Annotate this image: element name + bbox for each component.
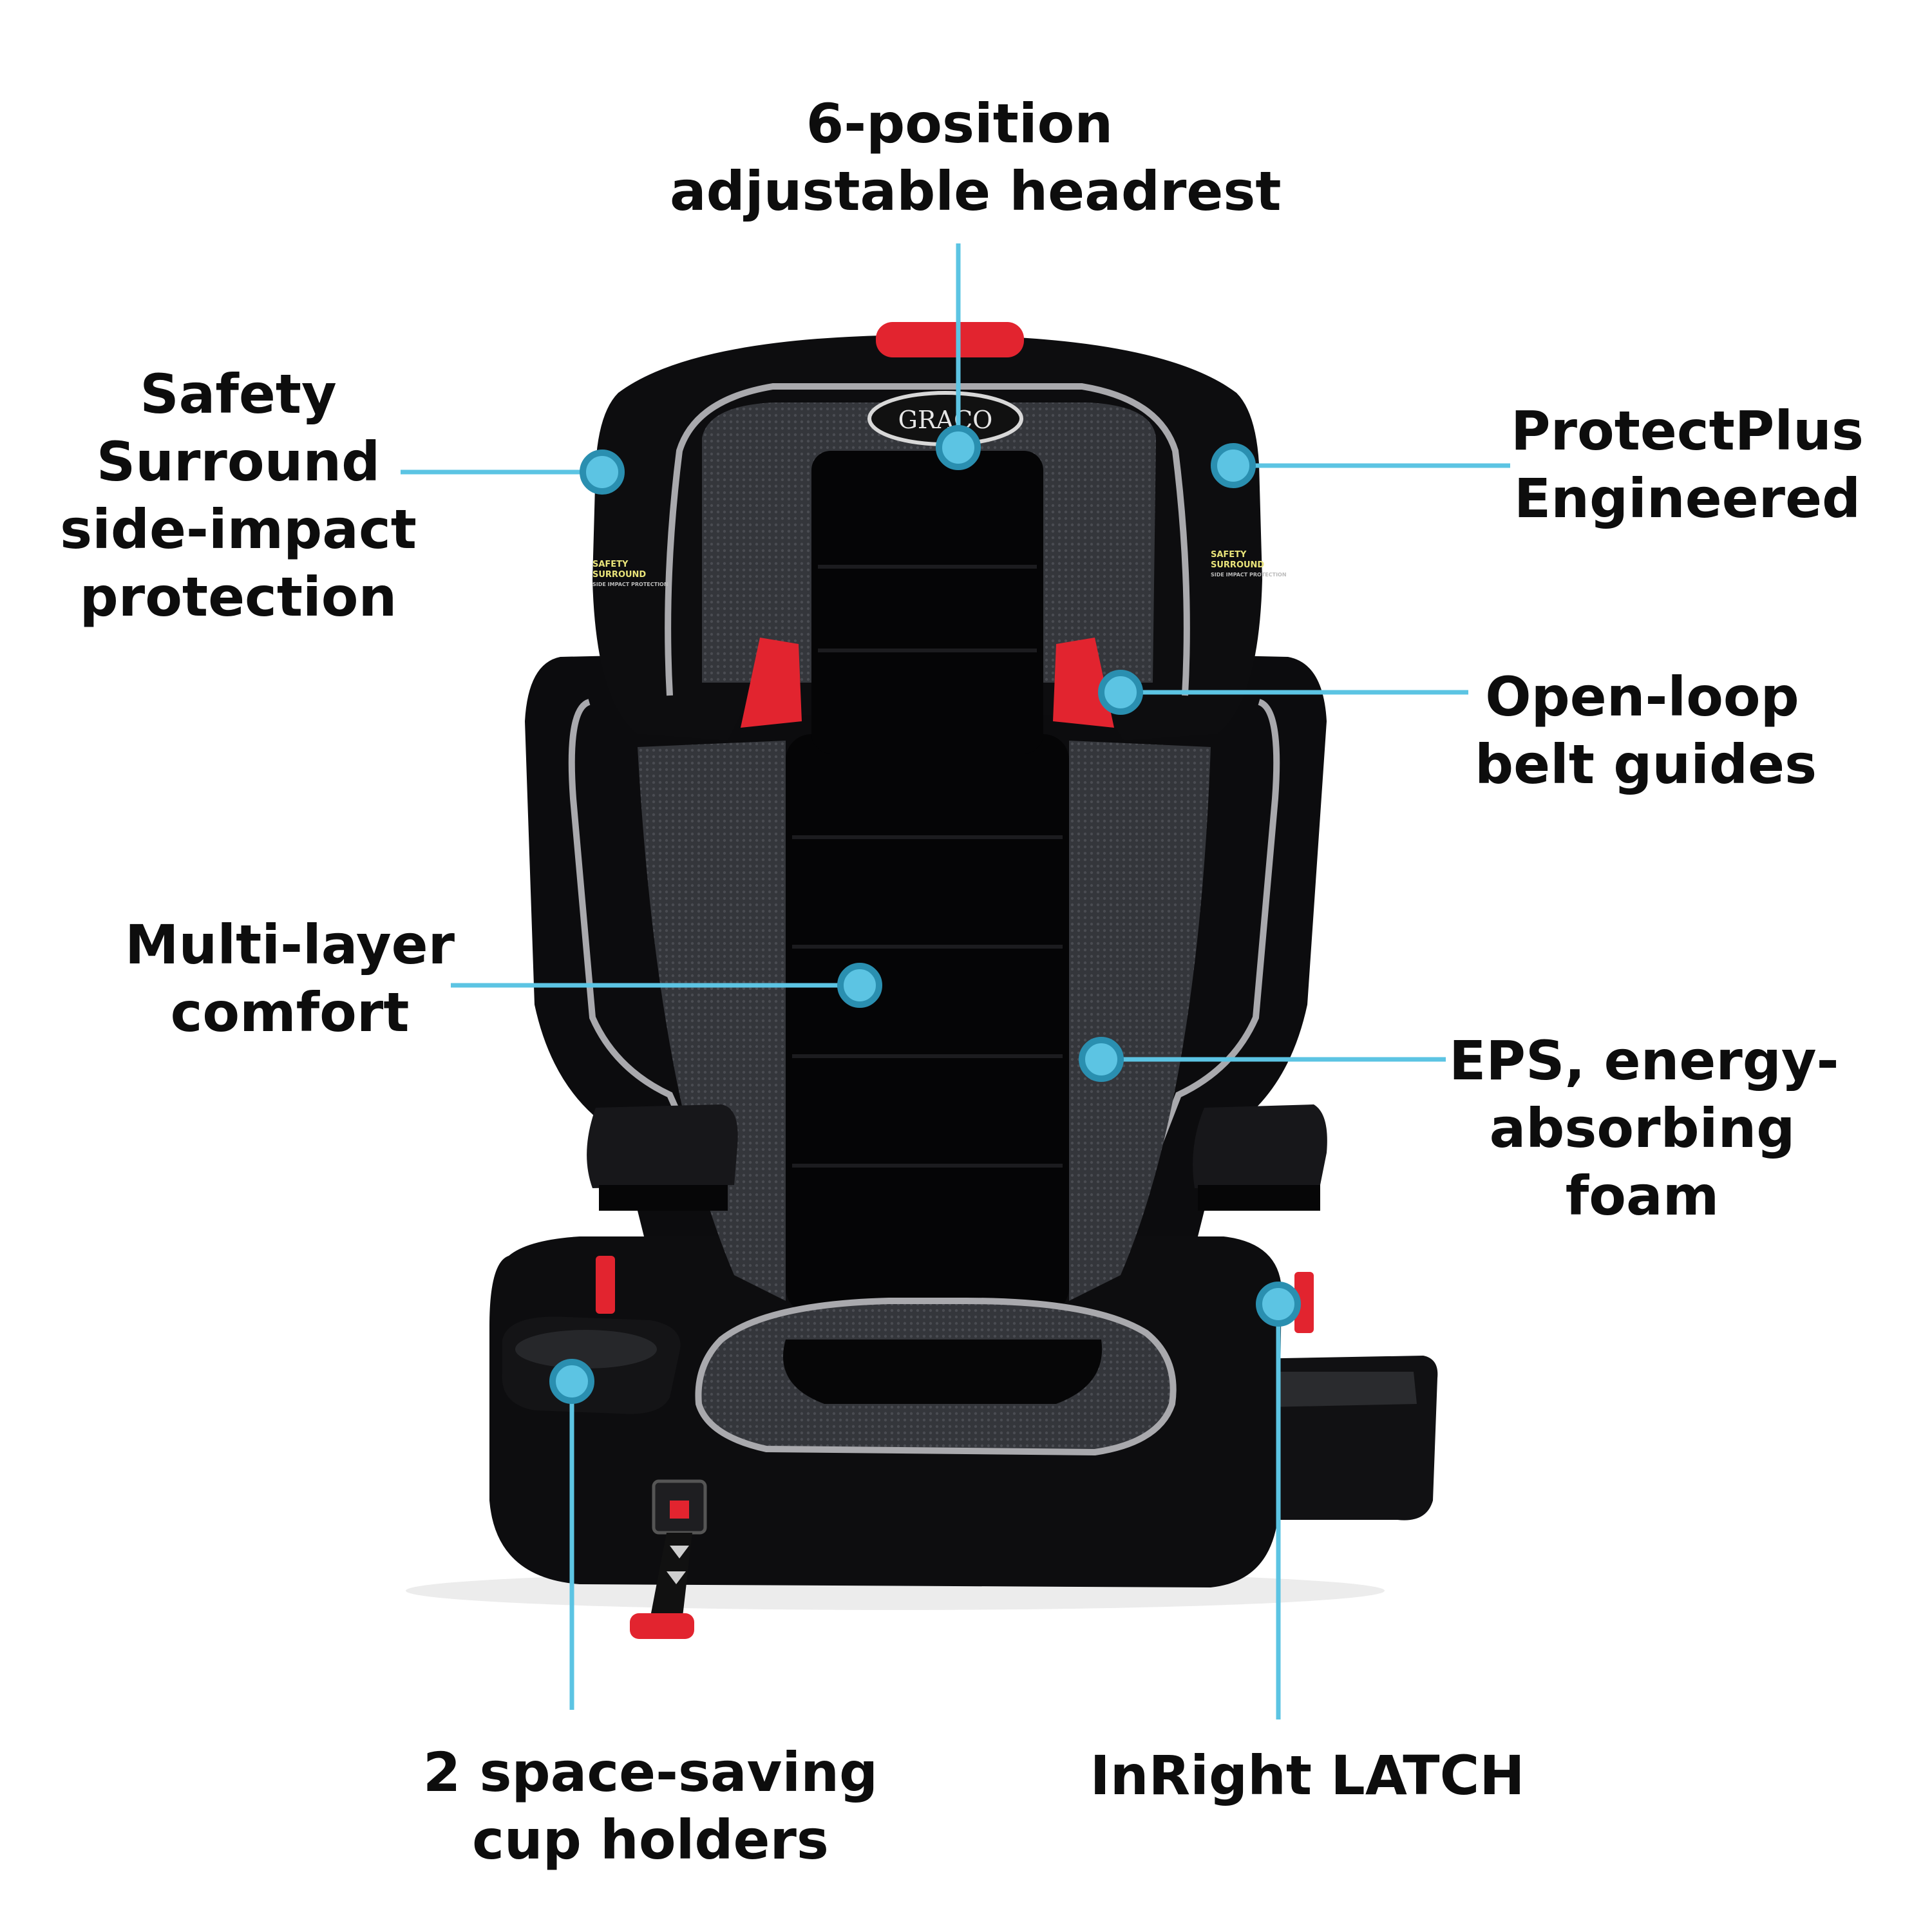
svg-text:SAFETY: SAFETY: [1211, 550, 1247, 560]
backrest-mesh-left: [638, 741, 786, 1301]
safety-surround-badge-left: SAFETY SURROUND SIDE IMPACT PROTECTION: [592, 560, 668, 587]
safety-surround-badge-right: SAFETY SURROUND SIDE IMPACT PROTECTION: [1211, 550, 1287, 578]
callout-protectplus-line-1: ProtectPlus: [1511, 399, 1864, 462]
callout-eps-foam-line-1: EPS, energy-: [1449, 1029, 1839, 1092]
callout-cup-holders-line-2: cup holders: [472, 1808, 829, 1871]
svg-text:SIDE IMPACT PROTECTION: SIDE IMPACT PROTECTION: [1211, 572, 1287, 578]
callout-headrest-line-1: 6-position: [806, 92, 1113, 155]
callout-protectplus-line-2: Engineered: [1513, 467, 1861, 530]
svg-text:SIDE IMPACT PROTECTION: SIDE IMPACT PROTECTION: [592, 582, 668, 587]
callout-eps-foam: EPS, energy- absorbing foam: [1449, 1027, 1839, 1230]
callout-comfort-line-1: Multi-layer: [124, 913, 455, 976]
callout-side-impact-line-2: Surround: [96, 430, 381, 493]
callout-side-impact-line-1: Safety: [140, 363, 337, 426]
armrests: [587, 1104, 1327, 1211]
headrest-handle: [876, 322, 1024, 357]
backrest-mesh-right: [1069, 741, 1211, 1301]
callout-comfort-line-2: comfort: [170, 981, 410, 1044]
headrest-center-pad: [811, 451, 1043, 753]
svg-text:SURROUND: SURROUND: [1211, 560, 1264, 570]
callout-belt-guides-line-2: belt guides: [1475, 733, 1817, 796]
callout-side-impact-line-4: protection: [79, 565, 397, 629]
callout-belt-guides: Open-loop belt guides: [1475, 663, 1817, 799]
callout-comfort: Multi-layer comfort: [122, 911, 457, 1046]
callout-eps-foam-line-2: absorbing: [1489, 1097, 1795, 1160]
right-cup-holder: [1249, 1356, 1438, 1520]
callout-dot-protectplus: [1211, 443, 1256, 488]
latch-strap: [630, 1479, 707, 1639]
left-cup-holder: [502, 1316, 681, 1414]
callout-belt-guides-line-1: Open-loop: [1485, 665, 1799, 728]
belt-guides: [741, 638, 1114, 728]
callout-latch: InRight LATCH: [1082, 1742, 1533, 1810]
brand-logo: GRACO: [867, 391, 1023, 446]
callout-side-impact: Safety Surround side-impact protection: [52, 361, 425, 631]
callout-dot-belt-guides: [1098, 670, 1143, 715]
callout-cup-holders-line-1: 2 space-saving: [422, 1741, 878, 1804]
side-latch-markers: [596, 1256, 1314, 1333]
callout-latch-line-1: InRight LATCH: [1090, 1744, 1525, 1807]
callout-dot-headrest: [936, 425, 981, 470]
svg-text:SURROUND: SURROUND: [592, 570, 646, 580]
callout-eps-foam-line-3: foam: [1565, 1164, 1719, 1227]
callout-cup-holders: 2 space-saving cup holders: [412, 1739, 889, 1874]
callout-dot-eps-foam: [1079, 1037, 1124, 1082]
callout-dot-cup-holders: [549, 1359, 594, 1404]
callout-dot-comfort: [837, 963, 882, 1008]
callout-side-impact-line-3: side-impact: [60, 498, 417, 561]
callout-protectplus: ProtectPlus Engineered: [1507, 397, 1868, 533]
headrest-piping: [665, 383, 1190, 696]
callout-dot-latch: [1256, 1282, 1301, 1327]
callout-dot-side-impact: [580, 450, 625, 495]
callout-dots: [549, 425, 1301, 1404]
svg-text:SAFETY: SAFETY: [592, 560, 629, 569]
callout-lines: [401, 243, 1510, 1719]
callout-headrest-line-2: adjustable headrest: [670, 160, 1282, 223]
callout-headrest: 6-position adjustable headrest: [670, 90, 1282, 225]
backrest-center-pad: [786, 734, 1069, 1314]
backrest-piping: [568, 699, 1280, 1213]
